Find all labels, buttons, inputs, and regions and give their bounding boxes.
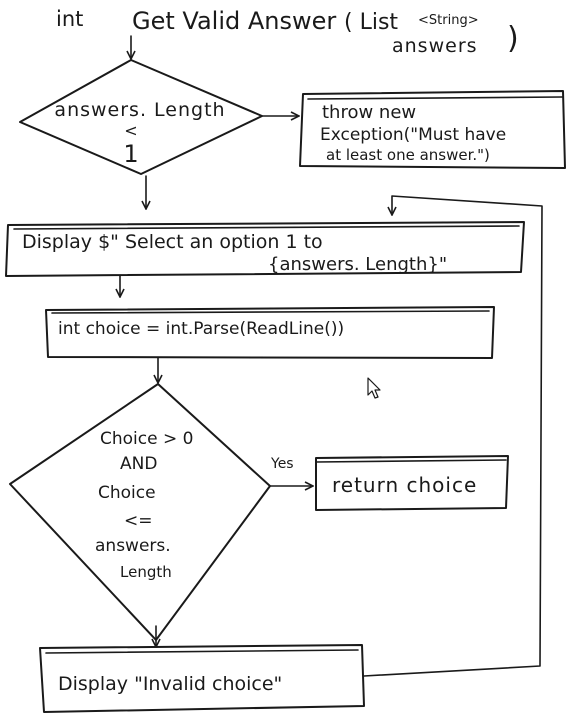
throw-box-inner-line [307,96,563,100]
invalid-text: Display "Invalid choice" [58,673,282,695]
throw-line3: at least one answer.") [326,146,490,164]
return-box-inner-line [315,459,507,463]
decision-answers-length: answers. Length < 1 [19,59,263,175]
parse-box-inner-line [51,310,490,314]
return-box-outline [315,455,509,511]
prompt-box-outline [5,221,525,277]
decision-length-line1: answers. Length [54,99,225,121]
choice-line6: Length [120,563,172,581]
invalid-box-inner-line [45,649,359,654]
choice-line3: Choice [98,483,156,503]
decision-length-line3: 1 [123,140,138,168]
mouse-pointer-icon [367,377,381,399]
parse-text: int choice = int.Parse(ReadLine()) [58,319,344,339]
return-text: return choice [332,473,477,497]
decision-length-line2: < [124,121,137,140]
loop-back-arrow [363,195,543,677]
throw-line1: throw new [322,102,416,123]
yes-label: Yes [270,456,294,472]
method-name: Get Valid Answer [132,7,336,35]
parse-box-outline [45,306,495,359]
choice-line4: <= [124,511,153,531]
prompt-line2: {answers. Length}" [268,254,447,275]
close-paren: ) [507,21,519,56]
choice-line5: answers. [95,536,171,556]
decision-diamond-length [19,59,263,175]
param-name: answers [392,35,478,57]
param-generic-type: <String> [418,13,479,28]
decision-choice-range: Choice > 0 AND Choice <= answers. Length… [9,383,294,641]
return-choice-box: return choice [315,455,509,511]
throw-exception-box: throw new Exception("Must have at least … [299,90,566,169]
return-type: int [56,7,83,31]
parse-input-box: int choice = int.Parse(ReadLine()) [45,306,495,359]
method-signature: int Get Valid Answer ( List <String> ans… [56,7,519,57]
prompt-box-inner-line [13,225,520,230]
invalid-box-outline [39,644,365,713]
throw-box-outline [299,90,566,169]
display-prompt-box: Display $" Select an option 1 to {answer… [5,221,525,277]
invalid-choice-box: Display "Invalid choice" [39,644,365,713]
choice-line1: Choice > 0 [100,429,193,449]
prompt-line1: Display $" Select an option 1 to [22,231,323,253]
choice-line2: AND [120,454,157,474]
param-list-label: ( List [344,10,398,35]
throw-line2: Exception("Must have [320,125,506,145]
